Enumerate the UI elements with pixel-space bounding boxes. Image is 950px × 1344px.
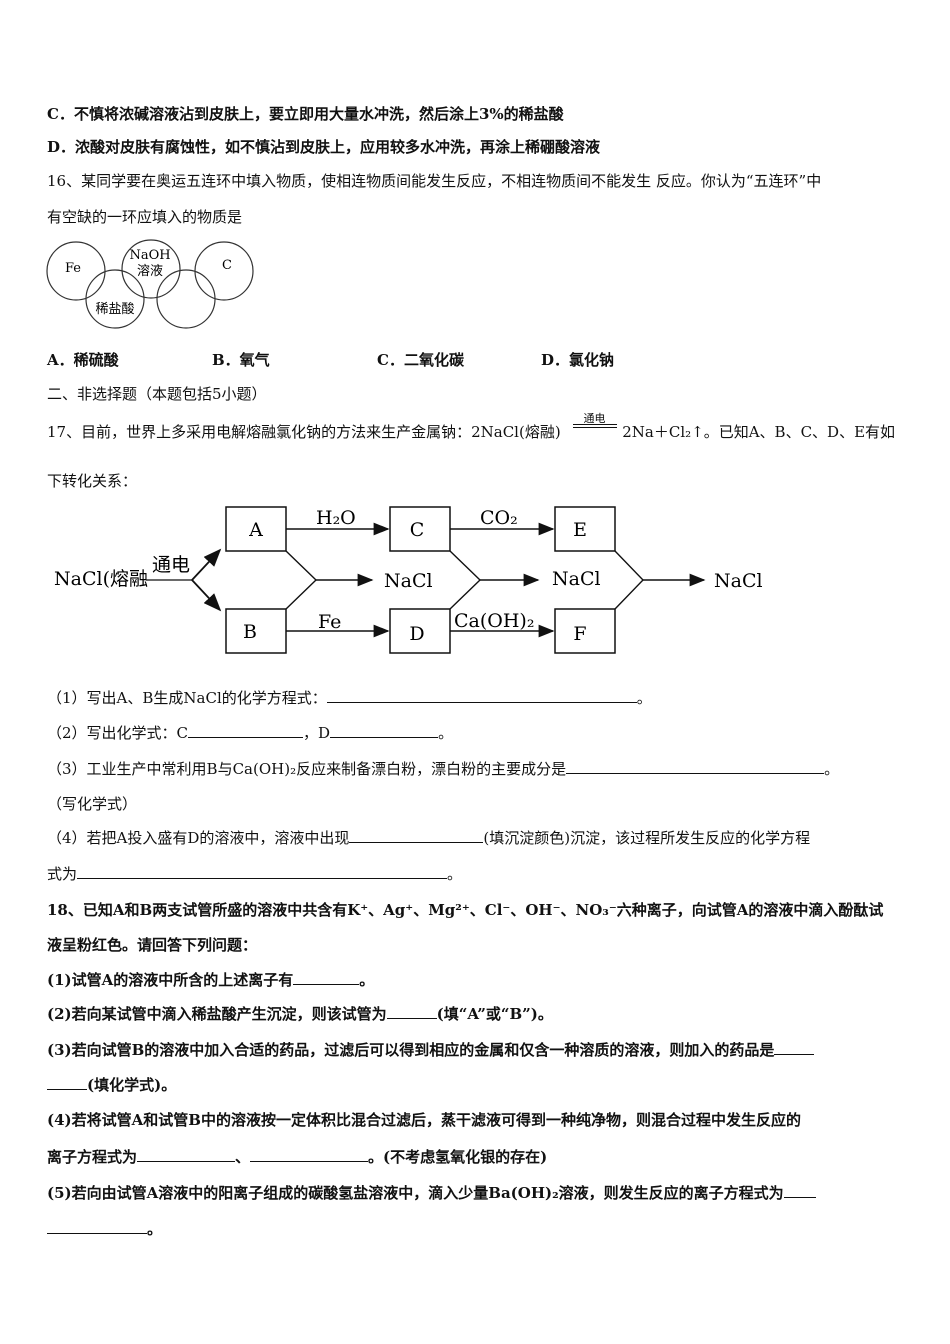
flow-start-arrow-label: 通电 (152, 554, 190, 576)
q17-sub3-note: （写化学式） (47, 795, 138, 813)
q16-option-d: D．氯化钠 (541, 351, 615, 369)
q17-sub2-text: （2）写出化学式：C (47, 724, 189, 742)
q17-sub3: （3）工业生产中常利用B与Ca(OH)₂反应来制备漂白粉，漂白粉的主要成分是 。 (47, 759, 839, 779)
q17-sub2-text-d: ，D (303, 724, 331, 742)
q18-sub1-end: 。 (359, 971, 375, 989)
q17-stem-line2: 下转化关系： (47, 472, 138, 490)
ring-empty (156, 269, 216, 329)
q18-sub4-end: 。(不考虑氢氧化银的存在) (368, 1148, 548, 1166)
flow-fe-label: Fe (318, 611, 341, 633)
ring-fe-label: Fe (65, 261, 81, 276)
q18-sub5-text: (5)若向由试管A溶液中的阳离子组成的碳酸氢盐溶液中，滴入少量Ba(OH)₂溶液… (47, 1184, 784, 1202)
olympic-rings-diagram: Fe NaOH 溶液 C 稀盐酸 (46, 239, 254, 329)
box-c-label: C (410, 519, 425, 541)
box-a-label: A (248, 519, 263, 541)
q17-stem-line1: 17、目前，世界上多采用电解熔融氯化钠的方法来生产金属钠：2NaCl(熔融) 通… (47, 412, 896, 442)
q16-option-c: C．二氧化碳 (377, 351, 464, 369)
q18-sub4: (4)若将试管A和试管B中的溶液按一定体积比混合过滤后，蒸干滤液可得到一种纯净物… (47, 1111, 801, 1129)
q16-stem-line2: 有空缺的一环应填入的物质是 (47, 208, 243, 226)
q17-sub4-blank-equation[interactable] (77, 864, 448, 879)
ring-naoh (121, 239, 181, 299)
box-e (554, 506, 616, 552)
ring-c-label: C (222, 258, 232, 273)
q18-sub1-blank[interactable] (293, 970, 360, 985)
flow-co2-label: CO₂ (480, 507, 518, 529)
q17-equation-left: 17、目前，世界上多采用电解熔融氯化钠的方法来生产金属钠：2NaCl(熔融) (47, 423, 561, 441)
q18-sub1-text: (1)试管A的溶液中所含的上述离子有 (47, 971, 294, 989)
q17-sub3-text: （3）工业生产中常利用B与Ca(OH)₂反应来制备漂白粉，漂白粉的主要成分是 (47, 760, 567, 778)
q18-sub5-blank-1[interactable] (783, 1183, 816, 1198)
q15-option-d: D．浓酸对皮肤有腐蚀性，如不慎沾到皮肤上，应用较多水冲洗，再涂上稀硼酸溶液 (47, 138, 601, 156)
q17-sub2: （2）写出化学式：C ，D 。 (47, 723, 453, 743)
q17-electrolysis-arrow: 通电 (573, 412, 618, 437)
q18-stem-line1: 18、已知A和B两支试管所盛的溶液中共含有K⁺、Ag⁺、Mg²⁺、Cl⁻、OH⁻… (47, 901, 884, 919)
q16-option-a: A．稀硫酸 (47, 351, 119, 369)
q17-sub1: （1）写出A、B生成NaCl的化学方程式： 。 (47, 688, 652, 708)
q18-sub4-blank-1[interactable] (137, 1147, 236, 1162)
q18-sub3-blank-1[interactable] (774, 1040, 815, 1055)
q18-sub3-blank-2[interactable] (47, 1075, 87, 1090)
q18-sub3: (3)若向试管B的溶液中加入合适的药品，过滤后可以得到相应的金属和仅含一种溶质的… (47, 1040, 815, 1060)
q17-sub2-blank-d[interactable] (330, 723, 439, 738)
flow-nacl-2: NaCl (552, 568, 601, 590)
flow-nacl-1: NaCl (384, 570, 433, 592)
q17-sub4: （4）若把A投入盛有D的溶液中，溶液中出现 (填沉淀颜色)沉淀，该过程所发生反应的… (47, 828, 810, 848)
ring-naoh-label-2: 溶液 (137, 264, 163, 279)
q15-option-c: C．不慎将浓碱溶液沾到皮肤上，要立即用大量水冲洗，然后涂上3%的稀盐酸 (47, 105, 564, 123)
q16-stem-line1: 16、某同学要在奥运五连环中填入物质，使相连物质间能发生反应，不相连物质间不能发… (47, 172, 822, 190)
ring-fe (46, 241, 106, 301)
q18-sub5-blank-2[interactable] (47, 1219, 147, 1234)
box-e-label: E (573, 519, 587, 541)
box-f-label: F (573, 623, 586, 645)
q18-sub3-line2: (填化学式)。 (47, 1075, 176, 1095)
q18-sub2-blank[interactable] (386, 1004, 437, 1019)
q18-sub4-text: 离子方程式为 (47, 1148, 138, 1166)
section-2-heading: 二、非选择题（本题包括5小题） (47, 385, 267, 403)
q18-sub2-end: (填“A”或“B”)。 (436, 1005, 553, 1023)
q17-sub4-text: （4）若把A投入盛有D的溶液中，溶液中出现 (47, 829, 350, 847)
conversion-flow-diagram: NaCl(熔融 通电 A B C D E F H₂O Fe CO₂ Ca(OH)… (54, 506, 763, 654)
q16-option-b: B．氧气 (212, 351, 270, 369)
q18-sub5-line2: 。 (47, 1219, 162, 1239)
q17-sub1-blank[interactable] (326, 688, 637, 703)
q17-sub2-end: 。 (438, 724, 454, 742)
q17-sub4-text-2: (填沉淀颜色)沉淀，该过程所发生反应的化学方程 (483, 829, 811, 847)
flow-h2o-label: H₂O (316, 507, 356, 529)
q17-sub4-text-3: 式为 (47, 865, 78, 883)
q17-sub1-end: 。 (636, 689, 652, 707)
q18-sub4-sep: 、 (235, 1148, 251, 1166)
q17-sub4-blank-color[interactable] (349, 828, 484, 843)
q18-sub5-end: 。 (147, 1220, 163, 1238)
ring-hcl (85, 269, 145, 329)
flow-nacl-3: NaCl (714, 570, 763, 592)
q18-sub5: (5)若向由试管A溶液中的阳离子组成的碳酸氢盐溶液中，滴入少量Ba(OH)₂溶液… (47, 1183, 816, 1203)
flow-caoh2-label: Ca(OH)₂ (454, 610, 534, 632)
box-b-label: B (243, 621, 257, 643)
q17-equation-right: 2Na＋Cl₂↑。已知A、B、C、D、E有如 (622, 423, 896, 441)
box-d-label: D (409, 623, 424, 645)
q17-arrow-label: 通电 (583, 412, 606, 425)
q18-sub2: (2)若向某试管中滴入稀盐酸产生沉淀，则该试管为 (填“A”或“B”)。 (47, 1004, 553, 1024)
q18-stem-line2: 液呈粉红色。请回答下列问题： (47, 936, 258, 954)
q18-sub4-line2: 离子方程式为 、 。(不考虑氢氧化银的存在) (47, 1147, 547, 1167)
ring-hcl-label: 稀盐酸 (95, 302, 134, 317)
flow-start-label: NaCl(熔融 (54, 568, 148, 590)
q17-sub4-end: 。 (447, 865, 463, 883)
q17-sub4-line2: 式为 。 (47, 864, 462, 884)
q17-sub3-blank[interactable] (566, 759, 825, 774)
box-f (554, 608, 616, 654)
q17-sub2-blank-c[interactable] (188, 723, 304, 738)
q18-sub3-end: (填化学式)。 (87, 1076, 177, 1094)
q18-sub4-blank-2[interactable] (250, 1147, 369, 1162)
q17-sub3-end: 。 (824, 760, 840, 778)
q18-sub3-text: (3)若向试管B的溶液中加入合适的药品，过滤后可以得到相应的金属和仅含一种溶质的… (47, 1041, 775, 1059)
ring-naoh-label-1: NaOH (129, 248, 170, 263)
q17-sub1-text: （1）写出A、B生成NaCl的化学方程式： (47, 689, 327, 707)
q18-sub2-text: (2)若向某试管中滴入稀盐酸产生沉淀，则该试管为 (47, 1005, 387, 1023)
q18-sub1: (1)试管A的溶液中所含的上述离子有 。 (47, 970, 374, 990)
